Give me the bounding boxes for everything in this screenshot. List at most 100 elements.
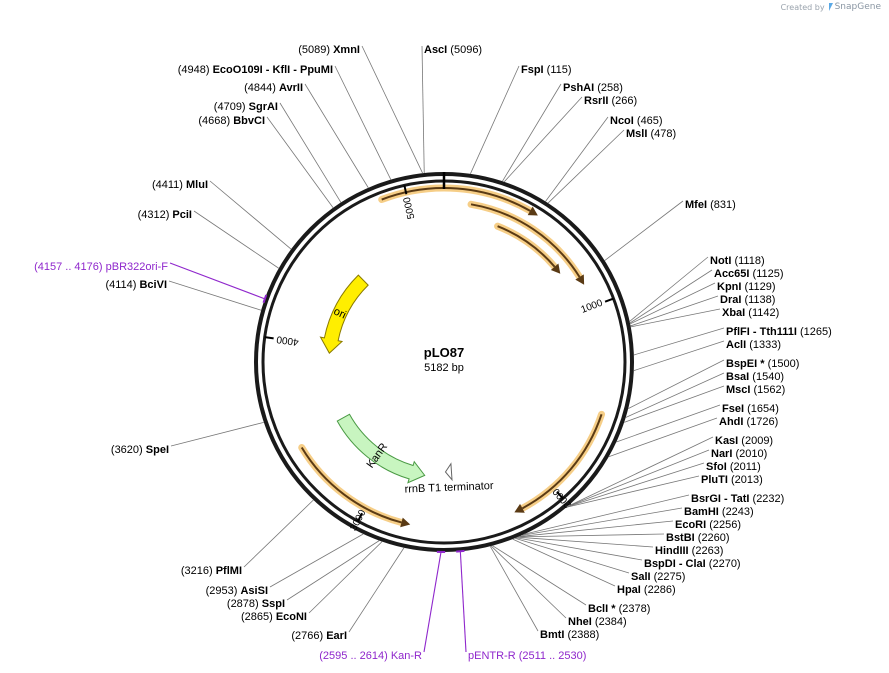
site-position: (1129) [745,281,776,293]
site-position: (4668) [198,115,233,127]
ori-feature: ori [319,274,369,354]
site-label-text: KasI (2009) [715,435,773,447]
site-label: HindIII (2263) [517,536,724,557]
site-position: (266) [612,95,638,107]
site-position: (2232) [753,493,785,505]
site-position: (4411) [152,179,186,191]
site-label-text: NarI (2010) [711,448,767,460]
site-name: PflMI [216,565,242,577]
site-name: BspDI - ClaI [644,558,709,570]
site-label: (4411) MluI [152,179,292,250]
site-label: PflFI - Tth111I (1265) [633,326,832,356]
site-label: NcoI (465) [545,115,663,202]
site-label: BclI * (2378) [492,545,650,615]
site-position: (1540) [752,371,784,383]
site-label-text: BsrGI - TatI (2232) [691,493,784,505]
site-label-text: SfoI (2011) [706,461,761,473]
snapgene-logo: SnapGene [828,2,881,12]
site-label: BsrGI - TatI (2232) [524,493,784,535]
site-label: MfeI (831) [604,199,736,261]
site-name: AhdI [719,416,747,428]
site-position: (2953) [206,585,241,597]
site-label: (4312) PciI [138,209,279,269]
site-label-text: HpaI (2286) [617,584,676,596]
site-name: pENTR-R [468,650,519,662]
tick-mark [264,336,274,340]
site-name: BspEI * [726,358,768,370]
site-label: AscI (5096) [421,44,482,174]
site-label-text: FseI (1654) [722,403,779,415]
site-label: DraI (1138) [630,294,775,327]
site-label: BspEI * (1500) [628,358,799,409]
site-name: NarI [711,448,735,460]
snapgene-credit: Created by SnapGene [781,2,881,12]
site-position: (1265) [800,326,832,338]
tick-label: 5000 [402,195,418,220]
site-label-text: XbaI (1142) [722,307,779,319]
tick-mark [356,512,364,522]
site-position: (3216) [181,565,216,577]
site-label-text: PluTI (2013) [701,474,763,486]
site-name: NheI [568,616,595,628]
site-label: SfoI (2011) [566,461,761,508]
rrnb-t1-terminator-feature: rrnB T1 terminator [404,462,494,496]
site-position: (478) [650,128,676,140]
site-label-text: BstBI (2260) [666,532,730,544]
site-name: AscI [424,44,450,56]
site-position: (2270) [709,558,741,570]
site-label: AhdI (1726) [608,416,778,458]
site-label-text: (2953) AsiSI [206,585,268,597]
site-name: BciVI [139,279,167,291]
site-name: FspI [521,64,547,76]
site-label-text: NcoI (465) [610,115,663,127]
site-label: AclI (1333) [633,339,781,372]
site-name: AsiSI [240,585,268,597]
site-label-text: MscI (1562) [726,384,785,396]
site-position: (2595 .. 2614) [319,650,391,662]
site-position: (831) [710,199,736,211]
site-label-text: MslI (478) [626,128,676,140]
site-name: PflFI - Tth111I [726,326,800,338]
site-name: NcoI [610,115,637,127]
site-name: SfoI [706,461,730,473]
site-label: EcoRI (2256) [519,519,741,537]
site-name: PluTI [701,474,731,486]
primer-label-text: (4157 .. 4176) pBR322ori-F [34,261,168,273]
site-position: (2010) [735,448,767,460]
site-name: SgrAI [249,101,278,113]
site-position: (4709) [214,101,249,113]
plasmid-center-label: pLO87 5182 bp [424,345,464,374]
site-label-text: (5089) XmnI [298,44,360,56]
site-label-text: BclI * (2378) [588,603,650,615]
site-position: (2511 .. 2530) [519,650,587,662]
site-name: MscI [726,384,754,396]
tick-label: 1000 [580,298,605,316]
site-position: (115) [547,64,572,76]
tick-mark [604,297,614,303]
site-label: HpaI (2286) [512,538,676,596]
site-label-text: (4948) EcoO109I - KflI - PpuMI [178,64,333,76]
site-label: (3216) PflMI [181,499,314,577]
kanr-feature: KanR [336,413,426,484]
site-position: (1138) [744,294,775,306]
site-position: (2009) [741,435,773,447]
site-label-text: BamHI (2243) [684,506,754,518]
site-label-text: BspEI * (1500) [726,358,799,370]
site-position: (2275) [654,571,686,583]
tick-mark [403,185,408,195]
site-label-text: (2865) EcoNI [241,611,307,623]
site-name: RsrII [584,95,612,107]
site-label-text: AhdI (1726) [719,416,778,428]
site-label: NheI (2384) [490,545,627,628]
site-label: (4948) EcoO109I - KflI - PpuMI [178,64,392,180]
site-position: (1500) [768,358,800,370]
site-position: (258) [597,82,623,94]
site-position: (2263) [692,545,724,557]
site-name: MslI [626,128,650,140]
orf-arrows [298,184,606,528]
site-label: Acc65I (1125) [629,268,784,324]
site-label-text: DraI (1138) [720,294,775,306]
site-label: FspI (115) [470,64,572,175]
primer-label: pENTR-R (2511 .. 2530) [456,549,587,662]
site-position: (465) [637,115,663,127]
